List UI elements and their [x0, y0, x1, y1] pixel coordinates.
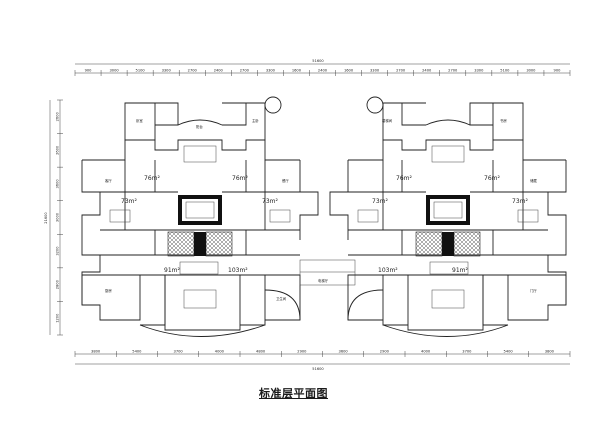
dimension-value: 2400 [422, 69, 432, 73]
dimension-value: 2700 [240, 69, 250, 73]
dimension-value: 3800 [545, 350, 555, 354]
room-label: 书房 [500, 118, 507, 123]
area-label: 73m² [121, 198, 137, 205]
dimension-value: 3700 [174, 350, 184, 354]
room-label: 主卧 [252, 118, 259, 123]
dimension-value: 5100 [500, 69, 510, 73]
area-label: 76m² [144, 175, 160, 182]
dimension-value: 2900 [297, 350, 307, 354]
dimension-value: 3300 [266, 69, 276, 73]
dimension-value: 3700 [462, 350, 472, 354]
dimension-value: 2800 [56, 279, 60, 289]
dimension-value: 4000 [215, 350, 225, 354]
dimension-value: 5100 [136, 69, 146, 73]
dimension-value: 3300 [474, 69, 484, 73]
dimension-value: 3200 [56, 246, 60, 256]
left-stair-core [167, 195, 233, 275]
room-label: 卧室 [136, 118, 143, 123]
top-dimension-segments: 900 3000 5100 3300 2700 2400 2700 3300 1600 2400 1… [74, 69, 571, 76]
room-labels: 卧室 主卧 客厅 餐厅 厨房 卫生间 阳台 电梯厅 楼梯间 书房 储藏 门厅 [105, 118, 537, 301]
dimension-value: 4800 [256, 350, 266, 354]
dimension-value: 3300 [162, 69, 172, 73]
room-label: 阳台 [196, 124, 203, 129]
area-label: 73m² [262, 198, 278, 205]
room-label: 厨房 [105, 288, 112, 293]
area-label: 103m² [378, 267, 398, 274]
area-label: 91m² [164, 267, 180, 274]
dimension-value: 3000 [526, 69, 536, 73]
dimension-value: 3000 [56, 212, 60, 222]
dimension-value: 2700 [448, 69, 458, 73]
room-label: 客厅 [105, 178, 112, 183]
dimension-value: 900 [554, 69, 562, 73]
dimension-value: 3300 [370, 69, 380, 73]
room-label: 餐厅 [282, 178, 289, 183]
dimension-value: 3800 [91, 350, 101, 354]
dimension-value: 3000 [110, 69, 120, 73]
room-label: 电梯厅 [318, 278, 329, 283]
dimension-value: 3600 [339, 350, 349, 354]
left-dimension-segments: 2600 2600 3600 3000 3200 2800 1200 [56, 99, 63, 336]
dimension-value: 900 [85, 69, 93, 73]
left-overall-dimension: 21600 [44, 212, 48, 224]
top-overall-dimension: 51600 [312, 59, 324, 63]
dimension-value: 2700 [188, 69, 198, 73]
dimension-value: 2700 [396, 69, 406, 73]
bottom-overall-dimension: 51600 [312, 367, 324, 371]
dimension-value: 2400 [318, 69, 328, 73]
room-label: 储藏 [530, 178, 537, 183]
dimension-value: 5400 [504, 350, 514, 354]
dimension-value: 2400 [214, 69, 224, 73]
area-label: 73m² [512, 198, 528, 205]
room-label: 楼梯间 [382, 118, 393, 123]
area-label: 73m² [372, 198, 388, 205]
unit-area-labels: 76m² 76m² 73m² 73m² 91m² 103m² 103m² 91m… [121, 175, 528, 274]
area-label: 76m² [484, 175, 500, 182]
right-wing-walls [329, 96, 567, 337]
dimension-value: 1600 [292, 69, 302, 73]
area-label: 76m² [232, 175, 248, 182]
dimension-value: 3600 [56, 179, 60, 189]
dimension-value: 1200 [56, 313, 60, 323]
room-label: 门厅 [530, 288, 537, 293]
dimension-value: 4000 [421, 350, 431, 354]
dimension-value: 2900 [380, 350, 390, 354]
left-dimension-chain: 21600 2600 2600 3600 3000 3200 2800 1200 [44, 99, 63, 336]
dimension-value: 5400 [132, 350, 142, 354]
drawing-title: 标准层平面图 [259, 387, 328, 400]
dimension-value: 2600 [56, 112, 60, 122]
top-dimension-chain: 51600 900 3000 5100 3300 2700 2400 2700 3300 160… [74, 59, 571, 76]
area-label: 76m² [396, 175, 412, 182]
bottom-dimension-segments: 3800 5400 3700 4000 4800 2900 3600 2900 4000 3700… [74, 350, 571, 357]
area-label: 91m² [452, 267, 468, 274]
bottom-dimension-chain: 51600 3800 5400 3700 4000 4800 2900 3600 2900 40… [74, 350, 571, 371]
furniture-blocks [109, 145, 539, 309]
area-label: 103m² [228, 267, 248, 274]
room-label: 卫生间 [276, 296, 287, 301]
dimension-value: 2600 [56, 145, 60, 155]
dimension-value: 1600 [344, 69, 354, 73]
